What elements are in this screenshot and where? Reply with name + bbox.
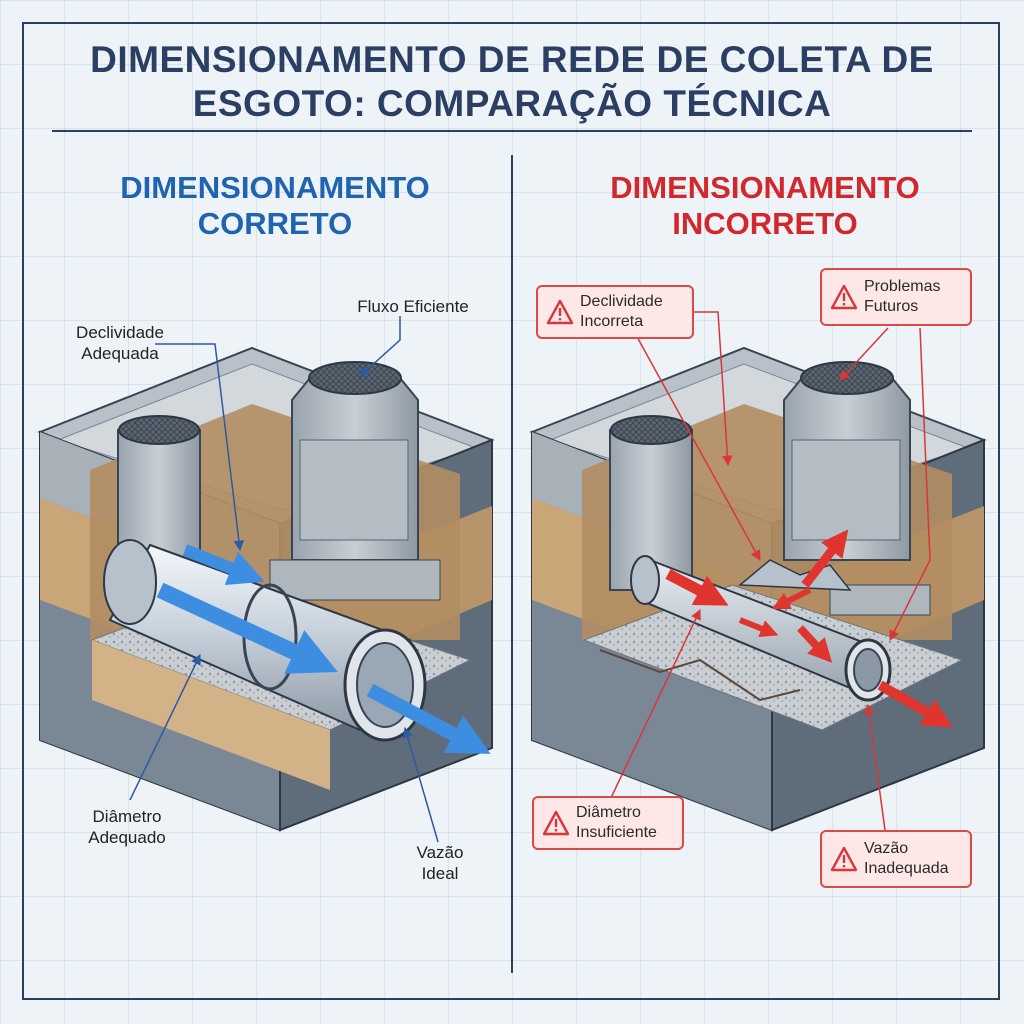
warning-triangle-icon [830,284,858,310]
flow-arrow-icon [665,569,729,606]
correct-heading-line-1: DIMENSIONAMENTO [120,170,430,205]
label-line: Diâmetro [92,807,162,826]
manhole-cover-icon [118,415,200,445]
manhole-cover-icon [610,415,692,445]
manhole-cover-icon [308,361,402,395]
title-line-1: DIMENSIONAMENTO DE REDE DE COLETA DE [90,39,934,80]
warning-triangle-icon [546,299,574,325]
correct-cutaway-block [37,316,495,843]
warning-triangle-icon [830,846,858,872]
flow-arrow-icon [801,529,849,588]
outer-frame [22,22,1000,1000]
flow-arrow-icon [366,683,491,754]
flow-arrow-icon [182,544,265,586]
label-diametro-adequado: Diâmetro Adequado [62,806,192,848]
incorrect-heading-line-2: INCORRETO [672,206,858,241]
correct-heading-line-2: CORRETO [197,206,353,241]
flow-arrow-icon [738,617,779,638]
label-line: Fluxo Eficiente [357,297,469,316]
label-line: Vazão [416,843,464,862]
label-vazao-ideal: Vazão Ideal [400,842,480,884]
manhole-cover-icon [800,361,894,395]
flow-arrow-icon [877,680,953,728]
label-line: Ideal [421,864,459,883]
label-declividade-adequada: Declividade Adequada [50,322,190,364]
flow-arrow-icon [156,582,338,674]
label-line: Adequado [88,828,166,847]
page-title: DIMENSIONAMENTO DE REDE DE COLETA DE ESG… [60,38,964,126]
title-underline [52,130,972,132]
label-line: Declividade [76,323,164,342]
panel-divider [511,155,513,973]
title-line-2: ESGOTO: COMPARAÇÃO TÉCNICA [192,83,832,124]
label-fluxo-eficiente: Fluxo Eficiente [338,296,488,317]
flow-arrow-icon [771,587,812,610]
incorrect-heading: DIMENSIONAMENTO INCORRETO [545,170,985,242]
correct-heading: DIMENSIONAMENTO CORRETO [55,170,495,242]
incorrect-cutaway-block [529,311,987,832]
incorrect-heading-line-1: DIMENSIONAMENTO [610,170,920,205]
label-line: Adequada [81,344,159,363]
warning-triangle-icon [542,810,570,836]
flow-arrow-icon [797,625,833,663]
